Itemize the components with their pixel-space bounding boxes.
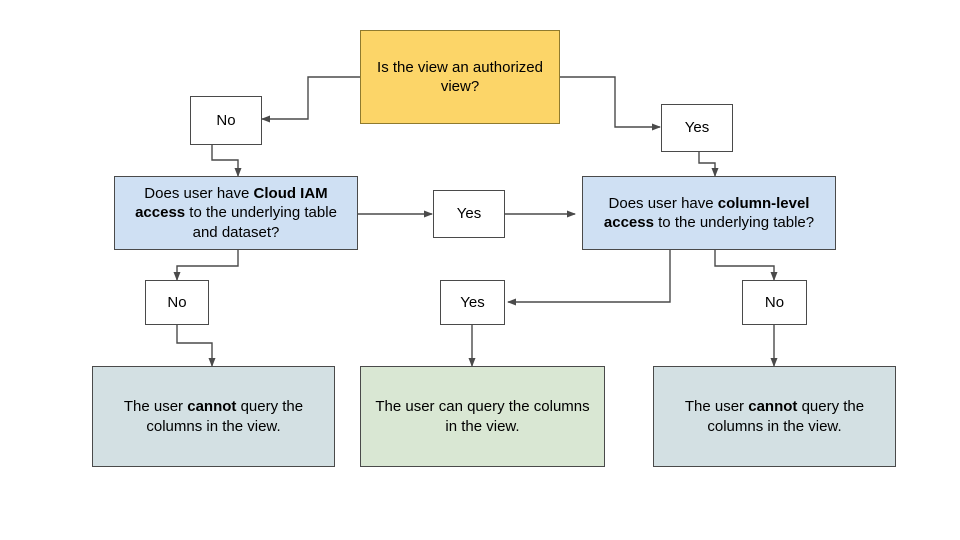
node-branch-yes-bottom[interactable]: Yes xyxy=(440,280,505,325)
edge-no-left-to-outcome-left xyxy=(176,325,216,367)
node-cloud-iam-access-question[interactable]: Does user have Cloud IAM access to the u… xyxy=(114,176,358,250)
node-branch-yes-middle-label: Yes xyxy=(456,205,482,223)
node-branch-no-right-label: No xyxy=(764,293,785,311)
edge-start-to-yes xyxy=(560,76,661,131)
edge-column-question-to-no-right xyxy=(714,250,778,281)
node-is-authorized-view-label: Is the view an authorized view? xyxy=(377,58,543,95)
edge-column-question-to-yes-bottom xyxy=(507,250,671,306)
node-cloud-iam-access-question-label: Does user have Cloud IAM access to the u… xyxy=(135,185,337,241)
edge-iam-question-to-no-left xyxy=(173,250,239,281)
node-outcome-cannot-query-right-label: The user cannot query the columns in the… xyxy=(684,398,865,435)
node-outcome-cannot-query-left-label: The user cannot query the columns in the… xyxy=(123,398,304,435)
node-column-level-access-question-label: Does user have column-level access to th… xyxy=(603,194,815,231)
node-branch-yes-top[interactable]: Yes xyxy=(661,104,733,152)
node-branch-yes-middle[interactable]: Yes xyxy=(433,190,505,238)
node-outcome-cannot-query-right[interactable]: The user cannot query the columns in the… xyxy=(653,366,896,467)
node-branch-no-top-label: No xyxy=(216,111,236,129)
node-branch-no-left[interactable]: No xyxy=(145,280,209,325)
node-branch-no-right[interactable]: No xyxy=(742,280,807,325)
node-branch-no-left-label: No xyxy=(167,293,187,311)
edge-start-to-no xyxy=(261,76,360,123)
node-outcome-can-query-label: The user can query the columns in the vi… xyxy=(375,398,590,435)
node-branch-yes-bottom-label: Yes xyxy=(460,293,485,311)
node-branch-yes-top-label: Yes xyxy=(684,119,710,137)
node-outcome-can-query[interactable]: The user can query the columns in the vi… xyxy=(360,366,605,467)
edge-no-to-iam-question xyxy=(211,145,242,177)
edge-yes-to-column-question xyxy=(698,152,719,177)
node-is-authorized-view[interactable]: Is the view an authorized view? xyxy=(360,30,560,124)
node-column-level-access-question[interactable]: Does user have column-level access to th… xyxy=(582,176,836,250)
node-outcome-cannot-query-left[interactable]: The user cannot query the columns in the… xyxy=(92,366,335,467)
node-branch-no-top[interactable]: No xyxy=(190,96,262,145)
